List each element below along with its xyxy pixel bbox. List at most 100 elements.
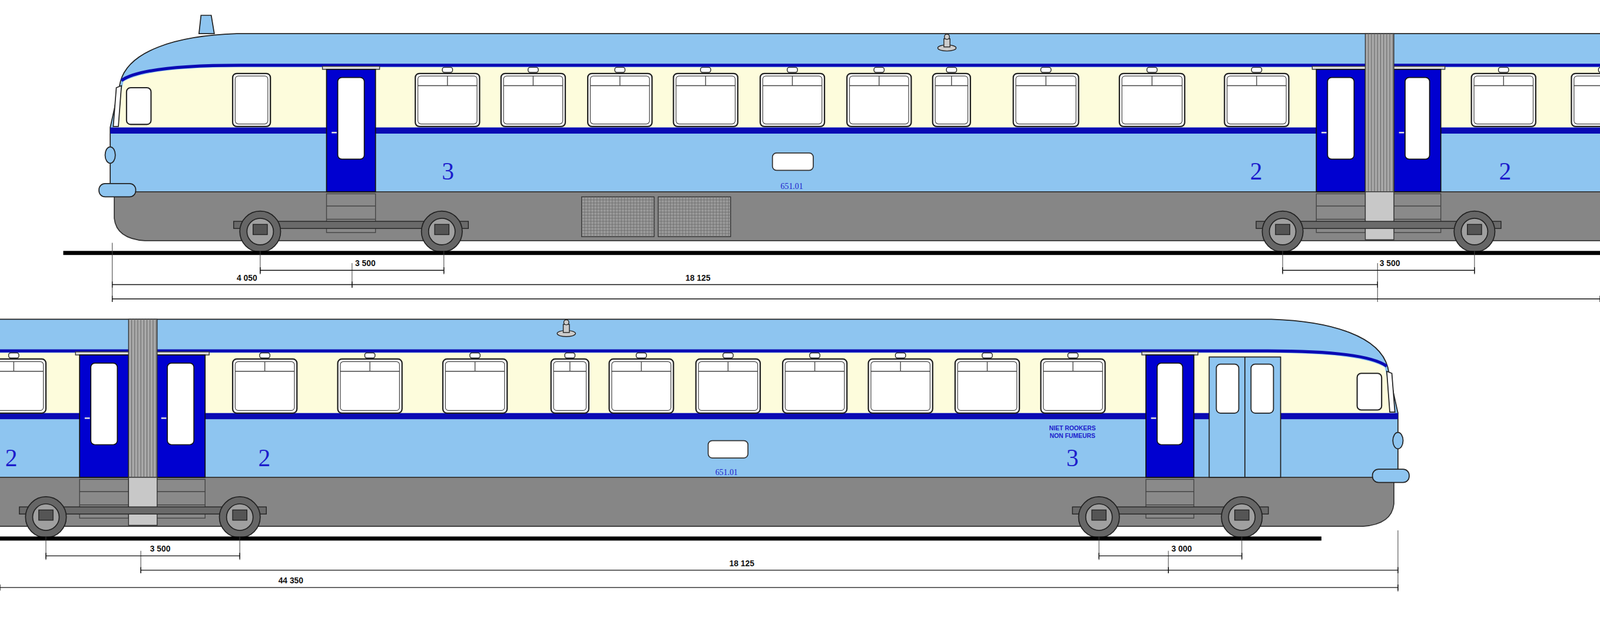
grille-bar: [581, 221, 655, 223]
grille-bar: [658, 233, 731, 234]
window-pane: [957, 361, 1018, 411]
notice-text: NIET ROOKERS NON FUMEURS: [1047, 425, 1099, 440]
dimension-tick: [111, 296, 113, 303]
window: [442, 353, 508, 414]
dimension-tick: [1241, 552, 1242, 559]
wheel: [1078, 497, 1120, 538]
bellows-base: [1365, 191, 1394, 240]
windscreen: [1386, 371, 1396, 413]
window-vent: [723, 353, 734, 359]
wheel: [1261, 211, 1303, 253]
dimension-label: 3 500: [150, 545, 171, 555]
window-vent: [1598, 67, 1600, 73]
window-pane: [234, 75, 268, 124]
wheel: [1453, 211, 1495, 253]
buffer: [1372, 469, 1410, 483]
window: [551, 353, 589, 414]
window-divider: [532, 75, 534, 86]
buffer: [98, 183, 136, 198]
window-divider: [1574, 85, 1600, 86]
dimension-line: [1098, 555, 1242, 557]
window-divider: [474, 361, 476, 371]
grille-bar: [581, 206, 655, 207]
dimension-line: [140, 570, 1399, 571]
grille-bar: [658, 199, 731, 201]
window-frame: [1040, 359, 1105, 414]
bellows-fold: [131, 319, 132, 478]
wheel-disc: [1461, 218, 1488, 245]
window-pane: [870, 361, 931, 411]
bellows-fold: [149, 319, 151, 478]
seat-class-number: 3: [1066, 445, 1079, 471]
door: [151, 352, 210, 519]
window: [760, 67, 825, 127]
extension-line: [1098, 536, 1100, 561]
window-vent: [1498, 67, 1509, 73]
window-vent: [364, 353, 375, 359]
bellows-fold: [1367, 33, 1369, 192]
grille-bar: [658, 227, 731, 228]
bellows-fold: [143, 319, 145, 478]
grille-bar: [658, 202, 731, 204]
door: [1389, 66, 1446, 233]
luggage-door-leaf: [1208, 356, 1281, 477]
window-frame: [1013, 73, 1079, 127]
grille-frame: [581, 196, 655, 237]
dimension-line: [112, 298, 1600, 300]
door: [1312, 66, 1370, 233]
dimension-tick: [140, 567, 141, 573]
window-pane: [1227, 75, 1287, 124]
window-pane: [503, 75, 563, 124]
bellows-base: [128, 477, 158, 526]
wheel-disc: [226, 504, 254, 531]
bogie: [233, 211, 469, 253]
bellows-fold: [1377, 33, 1378, 192]
window-divider: [1151, 75, 1153, 86]
grille-bar: [658, 224, 731, 225]
window-vent: [469, 353, 480, 359]
antenna-mast: [562, 324, 569, 333]
axle-box: [1091, 509, 1106, 520]
dimension-tick: [111, 281, 113, 288]
luggage-door: [1208, 356, 1281, 477]
bellows-fold: [134, 319, 135, 478]
door-handle: [84, 417, 91, 420]
window-divider: [369, 361, 370, 371]
window: [696, 353, 761, 414]
window-frame: [608, 359, 674, 414]
window: [955, 353, 1020, 414]
fleet-number: 651.01: [715, 469, 738, 478]
axle-box: [434, 224, 449, 235]
axle-box: [253, 224, 268, 235]
window-pane: [553, 361, 586, 411]
extension-line: [443, 250, 445, 275]
door-leaf: [156, 355, 205, 478]
wheel-disc: [1228, 504, 1255, 531]
dimension-tick: [45, 552, 46, 559]
window-frame: [338, 359, 403, 414]
top-car: [98, 33, 1600, 241]
window-pane: [445, 361, 505, 411]
antenna-knob: [944, 34, 950, 40]
bellows: [128, 319, 158, 526]
dimension-line: [260, 269, 445, 271]
window-frame: [551, 359, 589, 414]
number-plate: [772, 153, 814, 171]
dimension-tick: [443, 267, 445, 274]
window-vent: [873, 67, 884, 73]
window-frame: [932, 73, 971, 127]
window-vent: [8, 353, 19, 359]
door-handle: [1399, 131, 1405, 134]
window-vent: [442, 67, 453, 73]
window-divider: [1072, 361, 1073, 371]
window-frame: [501, 73, 566, 127]
window-frame: [232, 73, 271, 127]
grille-frame: [658, 196, 731, 237]
window-divider: [727, 361, 729, 371]
window-divider: [0, 370, 44, 372]
window-pane: [234, 361, 295, 411]
door-leaf: [79, 355, 129, 478]
window-pane: [676, 75, 736, 124]
wheel: [1221, 497, 1262, 538]
